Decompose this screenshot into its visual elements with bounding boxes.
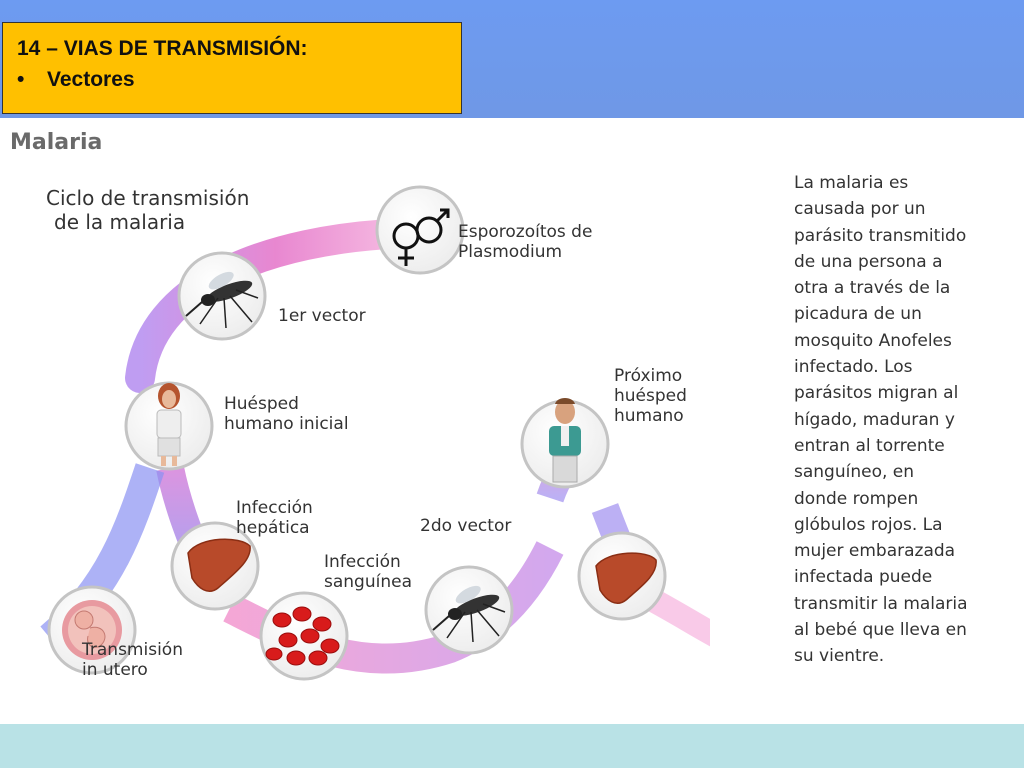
label-first-host: Huésped humano inicial: [224, 394, 349, 434]
slide-title-box: 14 – VIAS DE TRANSMISIÓN: • Vectores: [2, 22, 462, 114]
fetus-icon: [62, 600, 122, 660]
description-line: otra a través de la: [794, 278, 951, 299]
bullet-text: Vectores: [47, 68, 135, 91]
mosquito-icon-2: [432, 585, 506, 643]
label-in-utero: Transmisión in utero: [82, 640, 183, 680]
bullet-item: • Vectores: [17, 64, 447, 95]
description-line: transmitir la malaria: [794, 593, 968, 614]
description-line: sanguíneo, en: [794, 462, 915, 483]
gender-symbols-icon: [392, 208, 450, 266]
slide-title: 14 – VIAS DE TRANSMISIÓN:: [17, 37, 308, 60]
description-line: de una persona a: [794, 251, 943, 272]
woman-host-icon: [156, 383, 182, 466]
description-line: parásito transmitido: [794, 225, 967, 246]
description-line: al bebé que lleva en: [794, 620, 967, 641]
label-blood: Infección sanguínea: [324, 552, 412, 592]
figure-heading: Malaria: [10, 130, 103, 155]
label-first-vector: 1er vector: [278, 306, 366, 326]
description-line: su vientre.: [794, 646, 885, 667]
description-line: donde rompen: [794, 488, 919, 509]
description-line: La malaria es: [794, 173, 909, 193]
man-host-icon: [549, 398, 581, 483]
malaria-description: La malaria es causada por un parásito tran…: [794, 170, 1019, 670]
description-line: hígado, maduran y: [794, 409, 955, 430]
footer-band: [0, 724, 1024, 768]
description-line: glóbulos rojos. La: [794, 514, 943, 535]
esporozoitos-circle: [375, 185, 465, 275]
description-line: mosquito Anofeles: [794, 330, 952, 351]
label-esporozoitos: Esporozoítos de Plasmodium: [458, 222, 593, 262]
label-hepatic: Infección hepática: [236, 498, 313, 538]
description-line: parásitos migran al: [794, 383, 959, 404]
diagram-title: Ciclo de transmisión de la malaria: [46, 186, 250, 234]
description-line: infectado. Los: [794, 357, 913, 378]
red-blood-cells-icon: [265, 606, 340, 666]
malaria-cycle-diagram: Ciclo de transmisión de la malaria Espor…: [30, 168, 710, 698]
label-next-host: Próximo huésped humano: [614, 366, 687, 426]
mosquito-icon: [185, 271, 259, 329]
description-line: causada por un: [794, 199, 926, 220]
liver-icon: [187, 538, 251, 592]
description-line: picadura de un: [794, 304, 922, 325]
description-line: entran al torrente: [794, 435, 945, 456]
cycle-graphic: [40, 185, 710, 681]
description-line: infectada puede: [794, 567, 933, 588]
label-second-vector: 2do vector: [420, 516, 512, 536]
bullet-symbol: •: [17, 68, 25, 91]
description-line: mujer embarazada: [794, 541, 956, 562]
liver-icon-2: [595, 552, 657, 604]
figure-panel: Malaria: [0, 118, 1024, 724]
